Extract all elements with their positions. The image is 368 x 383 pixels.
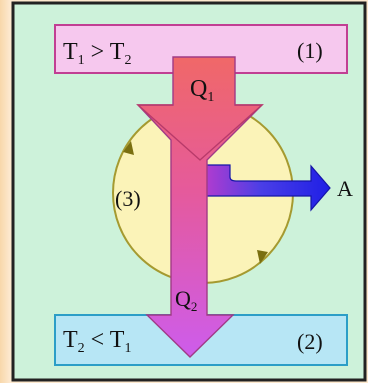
cycle-arrow-upper-icon [123, 141, 134, 155]
work-label: A [337, 176, 353, 201]
hot-reservoir-label: T1 > T2 [63, 39, 131, 68]
cold-reservoir-number: (2) [297, 329, 323, 354]
hot-reservoir-number: (1) [297, 38, 323, 63]
cycle-arrow-lower-icon [257, 250, 268, 264]
heat-out-label: Q2 [175, 286, 197, 314]
heat-in-arrowhead [136, 104, 264, 161]
engine-number: (3) [115, 186, 141, 211]
work-arrow [204, 164, 331, 212]
cold-reservoir-label: T2 < T1 [63, 327, 131, 356]
heat-in-label: Q1 [190, 76, 214, 105]
